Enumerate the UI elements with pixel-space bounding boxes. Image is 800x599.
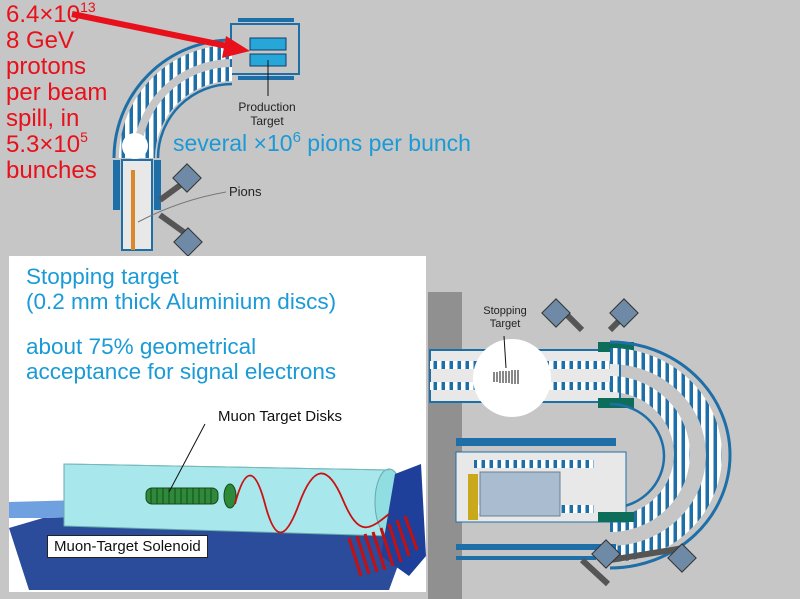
proton-beam-annotation: 6.4×1013 8 GeV protons per beam spill, i…: [6, 0, 108, 184]
inset-line-2: (0.2 mm thick Aluminium discs): [26, 289, 337, 314]
pions-label: Pions: [229, 184, 262, 199]
proton-beam-arrow: [71, 11, 250, 58]
production-solenoid: [230, 18, 300, 96]
inset-line-1: Stopping target: [26, 264, 179, 289]
solenoid-coils-red: [347, 515, 419, 577]
production-target-label: Production Target: [238, 100, 296, 128]
detector-solenoid: [428, 292, 732, 599]
muon-target-disks-label: Muon Target Disks: [218, 408, 342, 425]
muon-target-solenoid-label: Muon-Target Solenoid: [47, 535, 208, 558]
muon-target-disks: [145, 483, 237, 509]
stopping-target-description: Stopping target (0.2 mm thick Aluminium …: [26, 264, 336, 384]
stopping-target-discs: [493, 370, 519, 384]
inset-line-4: acceptance for signal electrons: [26, 359, 337, 384]
collimator-hole: [122, 133, 148, 159]
pions-per-bunch-annotation: several ×106 pions per bunch: [173, 129, 471, 156]
stopping-target-inset: Stopping target (0.2 mm thick Aluminium …: [9, 256, 426, 592]
transport-solenoid-upper: [112, 38, 233, 257]
inset-line-3: about 75% geometrical: [26, 334, 257, 359]
muon-target-illustration: [9, 423, 426, 590]
stopping-target-label: Stopping Target: [483, 305, 527, 330]
